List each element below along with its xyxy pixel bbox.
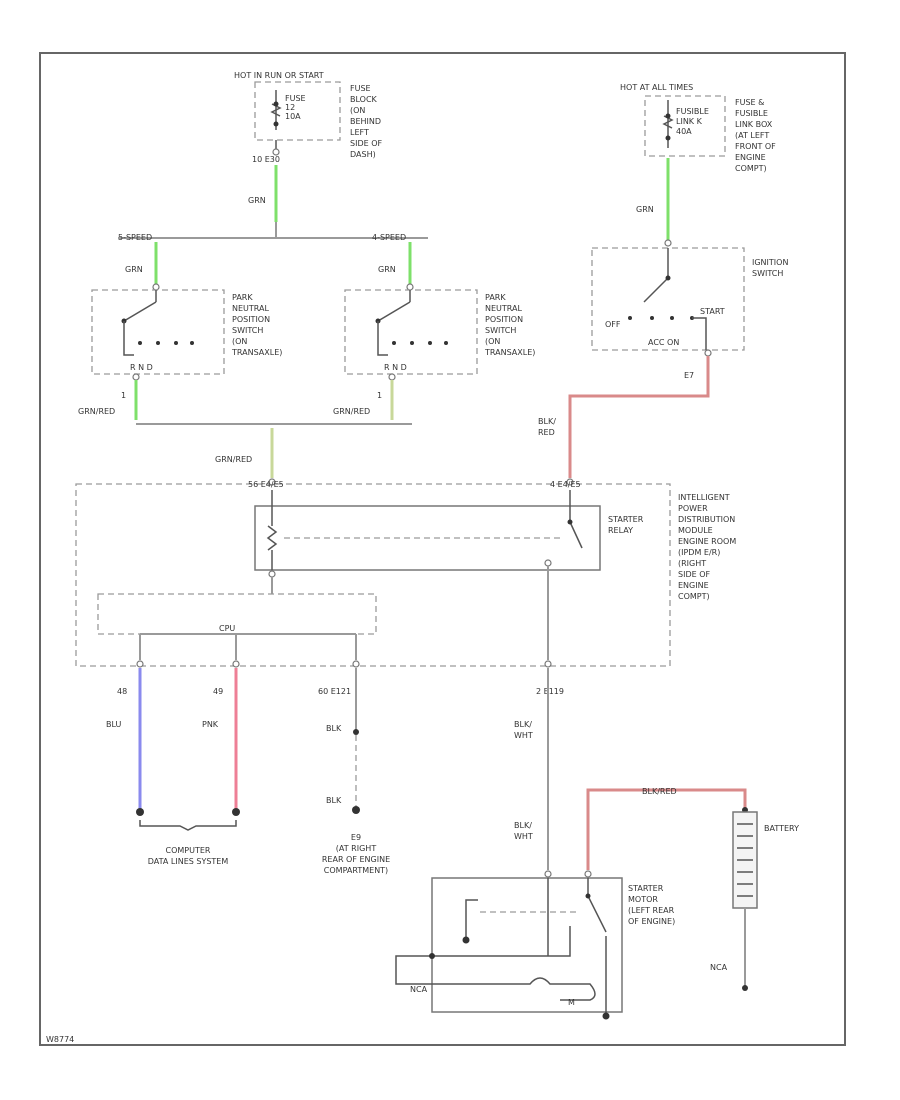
nca-small-label: NCA	[410, 985, 428, 994]
five-speed-label: 5-SPEED	[118, 233, 152, 242]
hot-at-all-times-label: HOT AT ALL TIMES	[620, 83, 693, 92]
battery-label: BATTERY	[764, 824, 799, 833]
cpu-label: CPU	[219, 624, 235, 633]
connector-e119-label: 2 E119	[536, 687, 564, 696]
acc-on-label: ACC ON	[648, 338, 679, 347]
ipdm-box	[75, 483, 671, 667]
pin-e7: E7	[684, 371, 694, 380]
blk-label-2: BLK	[326, 796, 342, 805]
blk-red-battery-label: BLK/RED	[642, 787, 677, 796]
battery: BATTERY	[732, 811, 799, 909]
pnp-pins-2: R N D	[384, 363, 407, 372]
diagram-id-label: W8774	[46, 1035, 74, 1044]
blk-red-upper-label: BLK/RED	[538, 417, 556, 437]
pin-1b: 1	[377, 391, 382, 400]
m-label: M	[568, 998, 575, 1007]
four-speed-label: 4-SPEED	[372, 233, 406, 242]
pin-49: 49	[213, 687, 223, 696]
pin-1a: 1	[121, 391, 126, 400]
blk-wht-label-1: BLK/WHT	[514, 720, 533, 740]
nca-label: NCA	[710, 963, 728, 972]
blk-label-1: BLK	[326, 724, 342, 733]
hot-run-start-label: HOT IN RUN OR START	[234, 71, 324, 80]
blk-wht-label-2: BLK/WHT	[514, 821, 533, 841]
off-label: OFF	[605, 320, 621, 329]
connector-e30-label: 10 E30	[252, 155, 280, 164]
grn-red-right-label: GRN/RED	[333, 407, 370, 416]
pnk-label: PNK	[202, 720, 219, 729]
connector-e121-label: 60 E121	[318, 687, 351, 696]
pin-48: 48	[117, 687, 127, 696]
grn-red-mid-label: GRN/RED	[215, 455, 252, 464]
diagram-frame	[39, 52, 846, 1046]
start-label: START	[700, 307, 725, 316]
grn-red-left-label: GRN/RED	[78, 407, 115, 416]
grn-pnp1-label: GRN	[125, 265, 143, 274]
wire-blk-red-battery	[586, 788, 747, 870]
wire-blk-red-upper	[568, 356, 710, 478]
blu-label: BLU	[106, 720, 122, 729]
pnp-pins-1: R N D	[130, 363, 153, 372]
grn-pnp2-label: GRN	[378, 265, 396, 274]
connector-e4-right: 4 E4/E5	[550, 480, 581, 489]
cpu: CPU	[97, 593, 377, 635]
grn-top-left-label: GRN	[248, 196, 266, 205]
grn-top-right-label: GRN	[636, 205, 654, 214]
connector-e4-left: 56 E4/E5	[248, 480, 284, 489]
